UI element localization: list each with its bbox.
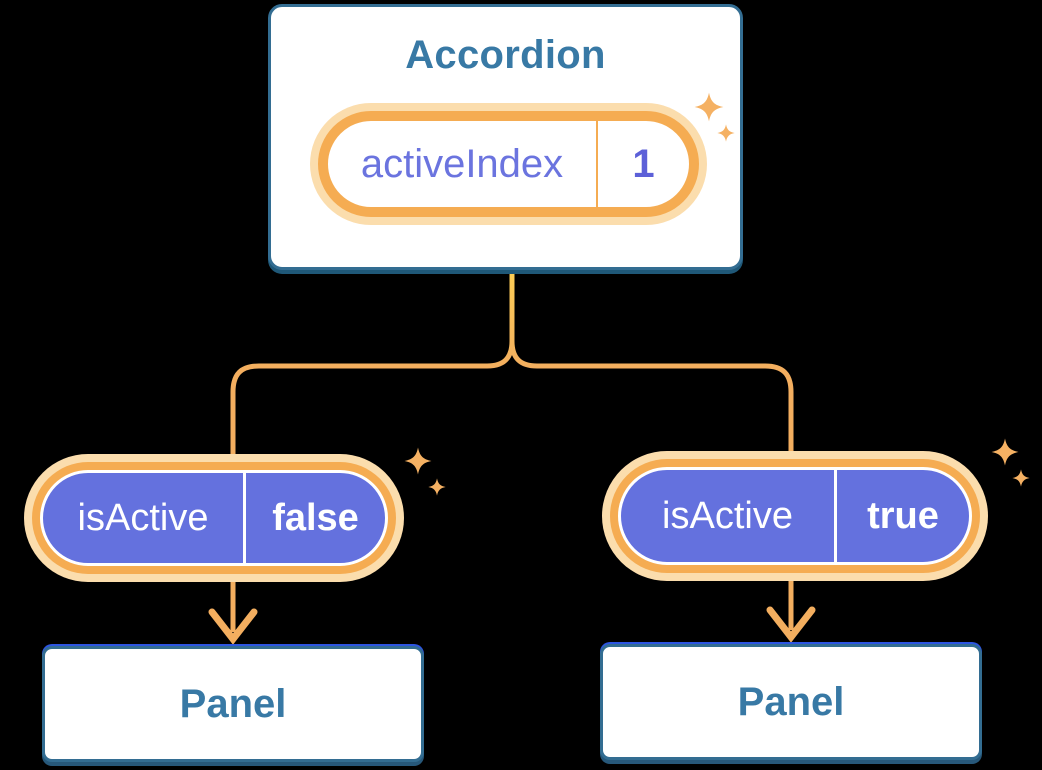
connector-right-branch <box>509 274 794 630</box>
accordion-title: Accordion <box>405 33 606 77</box>
prop-pill-divider <box>834 470 837 562</box>
state-pill-divider <box>596 121 598 207</box>
connector-left-branch <box>230 274 515 632</box>
prop-pill-isactive-true: isActive true <box>618 467 972 565</box>
arrow-down-icon <box>766 606 816 643</box>
prop-pill-divider <box>243 473 246 563</box>
sparkle-icon <box>404 447 432 475</box>
panel-component-box-right: Panel <box>600 644 982 760</box>
sparkle-icon <box>991 438 1019 466</box>
sparkle-icon <box>1012 469 1030 487</box>
arrow-down-icon <box>208 608 258 645</box>
prop-value: false <box>272 496 359 539</box>
panel-title: Panel <box>179 681 287 726</box>
state-name: activeIndex <box>360 141 564 186</box>
panel-title: Panel <box>737 679 845 724</box>
sparkle-icon <box>428 478 446 496</box>
prop-pill-isactive-false: isActive false <box>40 470 388 566</box>
prop-value: true <box>867 494 939 537</box>
sparkle-icon <box>694 92 724 122</box>
state-pill-activeindex: activeIndex 1 <box>318 111 699 217</box>
prop-name: isActive <box>77 496 209 539</box>
sparkle-icon <box>717 124 735 142</box>
prop-name: isActive <box>662 494 793 537</box>
state-value: 1 <box>632 141 655 186</box>
panel-component-box-left: Panel <box>42 646 424 762</box>
